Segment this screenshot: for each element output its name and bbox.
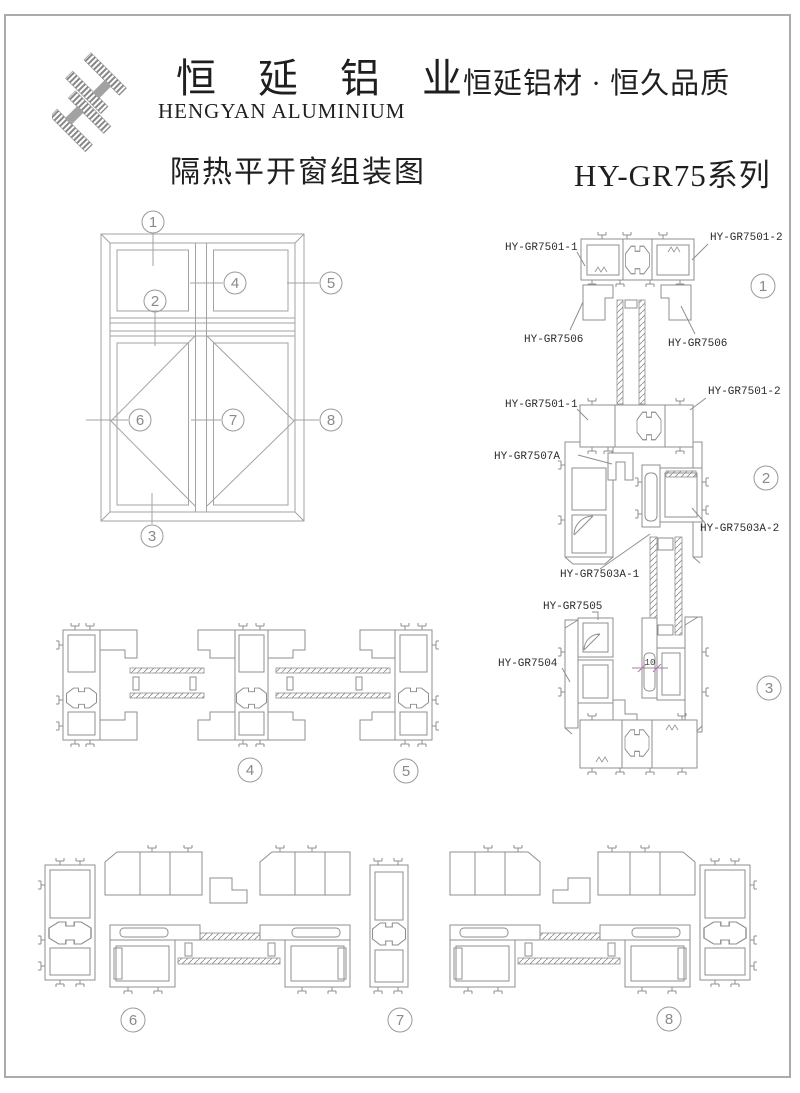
svg-text:7: 7 [229,412,237,429]
elevation-callout-8: 8 [319,408,343,432]
svg-text:HY-GR7506: HY-GR7506 [524,334,583,346]
profile-label-hy-gr7503a-2: HY-GR7503A-2 [691,507,779,535]
elevation-callout-7: 7 [221,408,245,432]
section-callout-5: 5 [393,758,419,784]
elevation-callout-4: 4 [223,271,247,295]
section-callout-6: 6 [120,1007,146,1033]
svg-text:1: 1 [149,214,157,231]
svg-text:5: 5 [402,763,410,780]
svg-text:7: 7 [396,1012,404,1029]
brand-slogan: 恒延铝材 · 恒久品质 [463,68,731,100]
svg-text:HY-GR7503A-1: HY-GR7503A-1 [560,569,640,581]
profile-label-hy-gr7501-1: HY-GR7501-1 [505,242,586,267]
svg-text:4: 4 [246,762,254,779]
svg-text:HY-GR7504: HY-GR7504 [498,658,558,670]
svg-text:2: 2 [151,293,159,310]
svg-text:1: 1 [759,278,767,295]
drawing-title: 隔热平开窗组装图 [170,156,426,189]
svg-text:HY-GR7505: HY-GR7505 [543,601,602,613]
section-callout-7: 7 [387,1007,413,1033]
series-title: HY-GR75系列 [574,158,771,193]
elevation-callout-2: 2 [143,289,167,313]
elevation-callout-6: 6 [128,408,152,432]
svg-text:8: 8 [665,1011,673,1028]
assembly-drawing: 1 2 4 5 6 7 8 3 [37,210,783,1033]
svg-text:2: 2 [762,470,770,487]
profile-label-hy-gr7501-2: HY-GR7501-2 [689,386,781,411]
svg-text:HY-GR7501-1: HY-GR7501-1 [505,242,578,254]
plan-section-lower: 6 7 8 [37,844,758,1033]
svg-text:HY-GR7501-2: HY-GR7501-2 [710,232,783,244]
svg-text:HY-GR7501-2: HY-GR7501-2 [708,386,781,398]
svg-text:3: 3 [765,680,773,697]
profile-label-hy-gr7507a: HY-GR7507A [494,451,613,465]
svg-text:5: 5 [327,275,335,292]
section-callout-1: 1 [750,273,776,299]
section-detail-1: HY-GR7501-1 HY-GR7501-2 HY-GR7506 HY-GR7… [505,231,783,405]
brand-name-en: HENGYAN ALUMINIUM [158,99,406,123]
elevation-callout-3: 3 [140,524,164,548]
dimension-10: 10 [632,658,668,673]
brand-name-cn: 恒 延 铝 业 [176,56,478,101]
sheet-border [4,14,791,1078]
profile-label-hy-gr7506-left: HY-GR7506 [524,301,584,346]
profile-label-hy-gr7501-1: HY-GR7501-1 [505,399,589,421]
profile-label-hy-gr7503a-1: HY-GR7503A-1 [560,533,651,581]
elevation-callout-1: 1 [141,210,165,234]
profile-label-hy-gr7506-right: HY-GR7506 [668,305,727,350]
svg-text:HY-GR7506: HY-GR7506 [668,338,727,350]
elevation-callout-5: 5 [319,271,343,295]
svg-text:6: 6 [136,412,144,429]
svg-text:HY-GR7501-1: HY-GR7501-1 [505,399,578,411]
profile-label-hy-gr7505: HY-GR7505 [543,601,602,620]
section-callout-3: 3 [756,675,782,701]
svg-text:6: 6 [129,1012,137,1029]
hengyan-h-monogram-icon [52,52,127,153]
window-elevation: 1 2 4 5 6 7 8 3 [86,210,343,548]
svg-text:HY-GR7503A-2: HY-GR7503A-2 [700,523,779,535]
profile-label-hy-gr7504: HY-GR7504 [498,658,571,683]
svg-text:HY-GR7507A: HY-GR7507A [494,451,560,463]
profile-label-hy-gr7501-2: HY-GR7501-2 [691,232,783,261]
svg-text:3: 3 [148,528,156,545]
plan-section-upper: 4 5 [55,622,440,784]
section-callout-8: 8 [656,1006,682,1032]
section-detail-3: 10 HY-GR7505 HY-GR7504 3 [498,601,782,776]
section-detail-2: HY-GR7501-1 HY-GR7501-2 HY-GR7507A HY-GR… [494,386,781,636]
section-callout-2: 2 [753,465,779,491]
svg-text:10: 10 [645,658,656,668]
svg-text:4: 4 [231,275,239,292]
svg-text:8: 8 [327,412,335,429]
section-callout-4: 4 [237,757,263,783]
